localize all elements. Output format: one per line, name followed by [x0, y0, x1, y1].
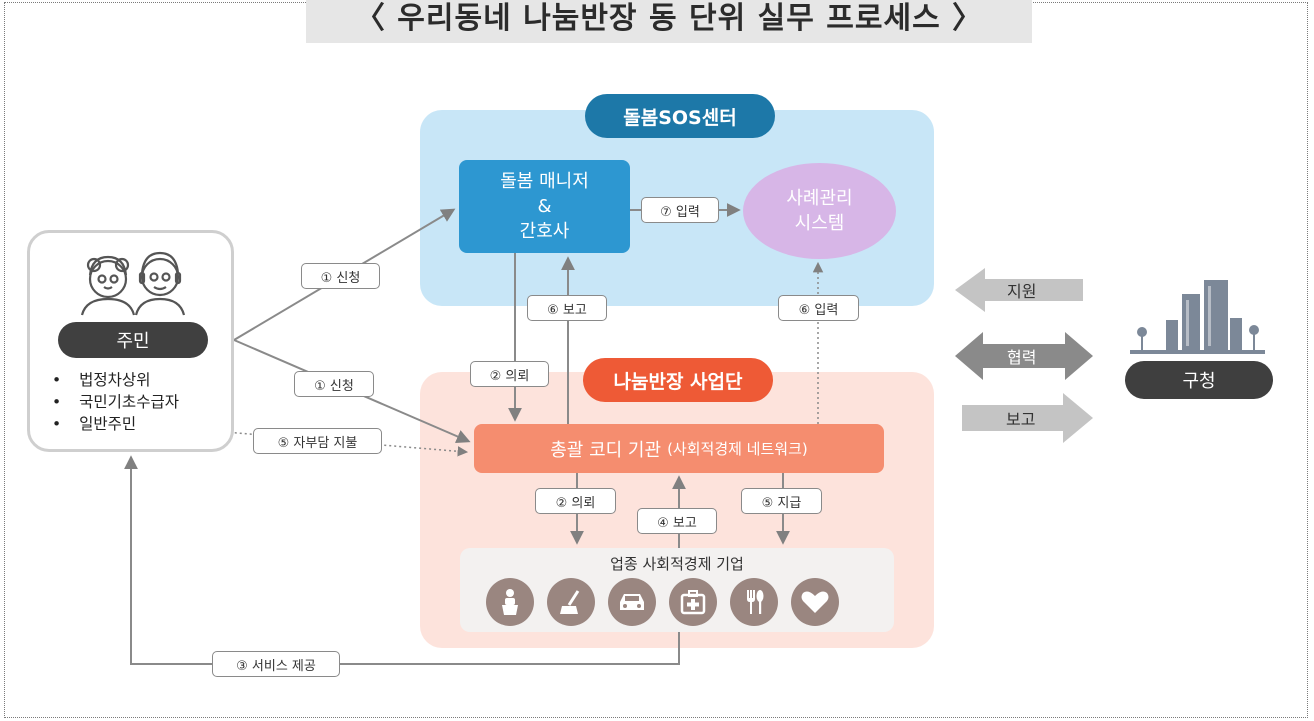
support-arrow-label: 지원	[1007, 282, 1037, 301]
support-arrow: 지원	[955, 268, 1083, 312]
resident-item: 일반주민	[52, 413, 179, 435]
resident-item: 국민기초수급자	[52, 391, 179, 413]
label-apply-2: ① 신청	[294, 371, 374, 397]
label-request-2a: ② 의뢰	[470, 361, 549, 387]
report-arrow: 보고	[962, 393, 1093, 443]
meal-icon	[730, 578, 778, 626]
social-enterprise-box: 업종 사회적경제 기업	[460, 548, 894, 632]
label-request-2b: ② 의뢰	[535, 488, 616, 514]
resident-item: 법정차상위	[52, 369, 179, 391]
city-hall-building-icon	[1130, 280, 1265, 354]
resident-label: 주민	[58, 322, 208, 358]
case-system-line-2: 시스템	[794, 213, 845, 234]
nanum-team-label: 나눔반장 사업단	[583, 358, 773, 402]
label-apply-1: ① 신청	[301, 263, 380, 289]
label-copay-5: ⑤ 자부담 지불	[253, 428, 382, 454]
coord-main-label: 총괄 코디 기관	[550, 439, 662, 461]
cooperate-arrow: 협력	[955, 332, 1093, 380]
coordination-agency-box: 총괄 코디 기관 (사회적경제 네트워크)	[474, 424, 884, 473]
label-report-6: ⑥ 보고	[527, 295, 607, 321]
manager-line-3: 간호사	[519, 221, 570, 242]
resident-list: 법정차상위 국민기초수급자 일반주민	[52, 369, 179, 435]
housework-icon	[486, 578, 534, 626]
manager-line-2: &	[537, 196, 552, 217]
label-input-6: ⑥ 입력	[778, 295, 859, 321]
elderly-couple-icon	[80, 251, 186, 316]
car-icon	[608, 578, 656, 626]
resident-box: 주민 법정차상위 국민기초수급자 일반주민	[27, 230, 234, 452]
manager-line-1: 돌봄 매니저	[500, 171, 589, 192]
label-service-3: ③ 서비스 제공	[212, 651, 340, 677]
company-icon-row	[486, 578, 839, 626]
company-label: 업종 사회적경제 기업	[610, 555, 744, 573]
district-office-label: 구청	[1125, 361, 1273, 399]
sos-center-label: 돌봄SOS센터	[585, 94, 775, 138]
care-manager-box: 돌봄 매니저 & 간호사	[459, 160, 630, 253]
cleaning-icon	[547, 578, 595, 626]
report-arrow-label: 보고	[1006, 410, 1036, 429]
medical-icon	[669, 578, 717, 626]
label-pay-5: ⑤ 지급	[741, 488, 822, 514]
cooperate-arrow-label: 협력	[1007, 348, 1037, 367]
arrow-service-to-resident	[124, 455, 680, 665]
case-system-line-1: 사례관리	[786, 188, 853, 209]
coord-sub-label: (사회적경제 네트워크)	[667, 440, 808, 458]
label-input-7: ⑦ 입력	[641, 197, 719, 223]
page-title: 〈 우리동네 나눔반장 동 단위 실무 프로세스 〉	[306, 0, 1032, 43]
case-management-system: 사례관리 시스템	[743, 163, 896, 259]
heart-icon	[791, 578, 839, 626]
label-report-4: ④ 보고	[637, 508, 717, 534]
